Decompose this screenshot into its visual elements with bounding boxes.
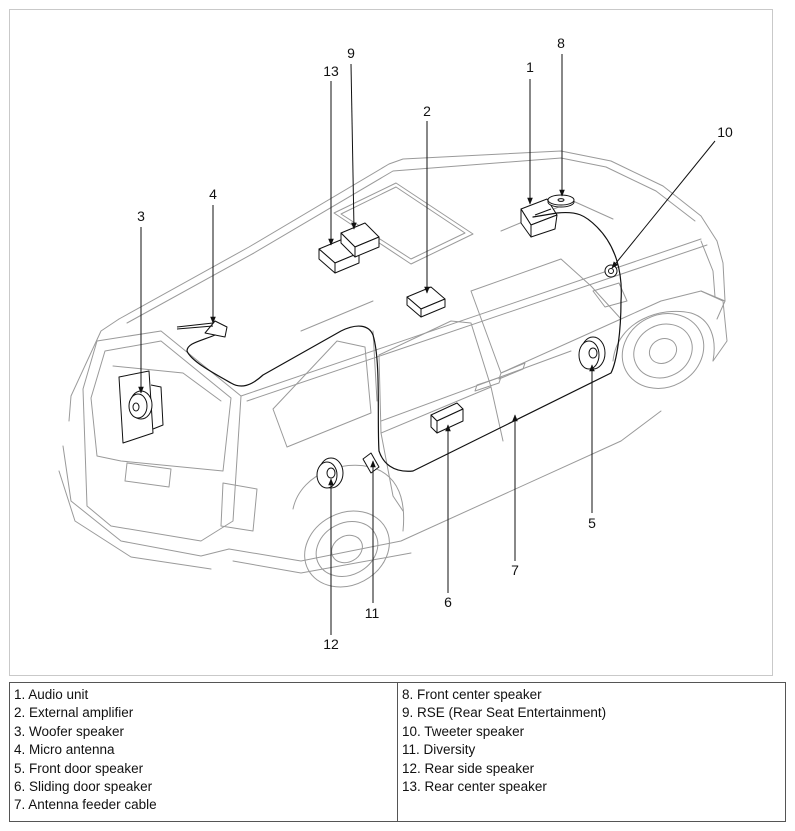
legend-item: 13. Rear center speaker [402, 779, 547, 795]
legend-table: 1. Audio unit 2. External amplifier 3. W… [9, 682, 786, 822]
legend-item: 7. Antenna feeder cable [14, 797, 157, 813]
leader-lines [138, 54, 716, 635]
rear-side-speaker [316, 457, 344, 489]
front-center-speaker [547, 194, 575, 208]
callout-7: 7 [511, 562, 519, 578]
legend-item: 5. Front door speaker [14, 760, 144, 776]
diagram-frame: 1 2 3 4 5 6 7 8 9 10 11 12 13 [9, 9, 773, 676]
callout-4: 4 [209, 186, 217, 202]
callout-3: 3 [137, 208, 145, 224]
legend-item: 12. Rear side speaker [402, 760, 535, 776]
leader-line-10 [611, 140, 716, 269]
tweeter-speaker [604, 264, 618, 278]
callout-1: 1 [526, 59, 534, 75]
micro-antenna [176, 320, 228, 338]
leader-line-9 [350, 63, 357, 230]
legend-item: 8. Front center speaker [402, 687, 542, 702]
legend-column-left: 1. Audio unit 2. External amplifier 3. W… [9, 682, 398, 822]
callout-9: 9 [347, 45, 355, 61]
components [118, 194, 618, 489]
callout-10: 10 [717, 124, 733, 140]
callout-5: 5 [588, 515, 596, 531]
callout-11: 11 [365, 605, 380, 621]
front-door-speaker [578, 336, 606, 370]
diversity-module [362, 452, 380, 474]
woofer-speaker [118, 370, 164, 444]
external-amplifier-box [406, 286, 446, 318]
legend-item: 4. Micro antenna [14, 742, 115, 758]
callout-13: 13 [323, 63, 339, 79]
legend-item: 2. External amplifier [14, 705, 134, 721]
legend-column-right: 8. Front center speaker 9. RSE (Rear Sea… [397, 682, 786, 822]
rse-box [340, 222, 380, 258]
legend-item: 11. Diversity [402, 742, 476, 758]
vehicle-audio-diagram: 1 2 3 4 5 6 7 8 9 10 11 12 13 [58, 35, 733, 652]
legend-item: 6. Sliding door speaker [14, 779, 153, 795]
callout-6: 6 [444, 594, 452, 610]
callout-2: 2 [423, 103, 431, 119]
vehicle-outline [58, 150, 728, 588]
antenna-feeder-cable [186, 211, 622, 472]
legend-item: 3. Woofer speaker [14, 723, 125, 739]
callout-12: 12 [323, 636, 339, 652]
audio-unit-box [520, 198, 558, 238]
legend-item: 10. Tweeter speaker [402, 723, 525, 739]
legend-item: 1. Audio unit [14, 687, 89, 702]
sliding-door-speaker-box [430, 402, 464, 434]
callout-8: 8 [557, 35, 565, 51]
legend-item: 9. RSE (Rear Seat Entertainment) [402, 705, 607, 721]
